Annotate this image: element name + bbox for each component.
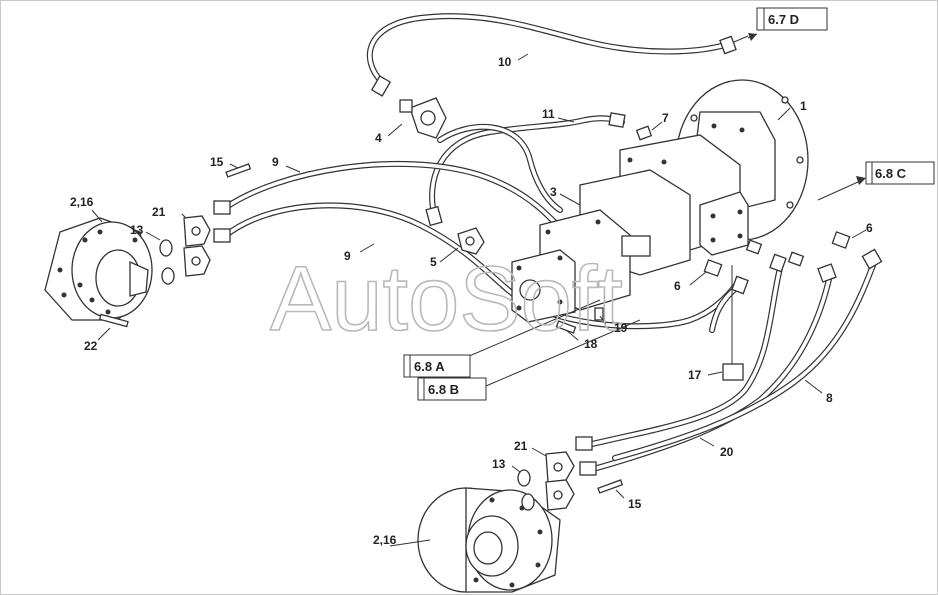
callout-3: 3: [550, 185, 557, 199]
callout-11: 11: [542, 107, 555, 121]
ref-box-6-8-c: 6.8 C: [865, 161, 935, 185]
callout-6-right: 6: [866, 221, 873, 235]
callout-labels: 1 2,16 2,16 3 4 5 6 6 7 8 9 9 10 11 13 1…: [70, 55, 873, 547]
hose-3-loop: [437, 123, 563, 213]
ref-6-7-d-label: 6.7 D: [768, 12, 799, 27]
hose-8: [587, 272, 833, 473]
callout-1: 1: [800, 99, 807, 113]
wheel-motor-lower: [417, 487, 561, 593]
seal-rings-lower: [517, 469, 535, 511]
callout-8: 8: [826, 391, 833, 405]
callout-22: 22: [84, 339, 98, 353]
callout-10: 10: [498, 55, 512, 69]
watermark-text: AutoSoft: [270, 248, 623, 350]
flange-halves-lower-21: [545, 451, 575, 511]
callout-15-top: 15: [210, 155, 224, 169]
hose-fittings: [213, 35, 883, 476]
pump-assembly: [511, 111, 776, 323]
fittings-small: [555, 125, 851, 381]
ref-6-8-a-label: 6.8 A: [414, 359, 445, 374]
hose-8-b: [612, 257, 878, 461]
wheel-motor-upper: [44, 217, 153, 328]
callout-17: 17: [688, 368, 702, 382]
callout-19: 19: [614, 321, 628, 335]
seal-rings-upper: [159, 239, 175, 285]
callout-15-bottom: 15: [628, 497, 642, 511]
callout-7: 7: [662, 111, 669, 125]
ref-box-6-7-d: 6.7 D: [756, 7, 828, 31]
callout-2-16-top: 2,16: [70, 195, 94, 209]
callout-9-top: 9: [272, 155, 279, 169]
callout-6-mid: 6: [674, 279, 681, 293]
callout-9-bottom: 9: [344, 249, 351, 263]
ref-6-8-b-label: 6.8 B: [428, 382, 459, 397]
ref-box-6-8-a: 6.8 A: [403, 354, 471, 378]
callout-20: 20: [720, 445, 734, 459]
callout-2-16-bottom: 2,16: [373, 533, 397, 547]
flange-halves-upper-21: [183, 215, 211, 277]
hose-10: [366, 13, 728, 85]
callout-13-top: 13: [130, 223, 144, 237]
hose-20: [585, 265, 783, 448]
callout-5: 5: [430, 255, 437, 269]
callout-4: 4: [375, 131, 382, 145]
bolt-15-lower: [597, 479, 624, 494]
flange-4: [399, 97, 447, 139]
ref-6-8-c-label: 6.8 C: [875, 166, 907, 181]
callout-13-bottom: 13: [492, 457, 506, 471]
hose-11: [429, 115, 625, 221]
arrow-heads: [748, 33, 866, 185]
callout-18: 18: [584, 337, 598, 351]
ref-box-6-8-b: 6.8 B: [417, 377, 487, 401]
callout-21-bottom: 21: [514, 439, 528, 453]
bolt-15-upper: [225, 163, 252, 178]
flange-5: [457, 227, 485, 255]
callout-21-top: 21: [152, 205, 166, 219]
